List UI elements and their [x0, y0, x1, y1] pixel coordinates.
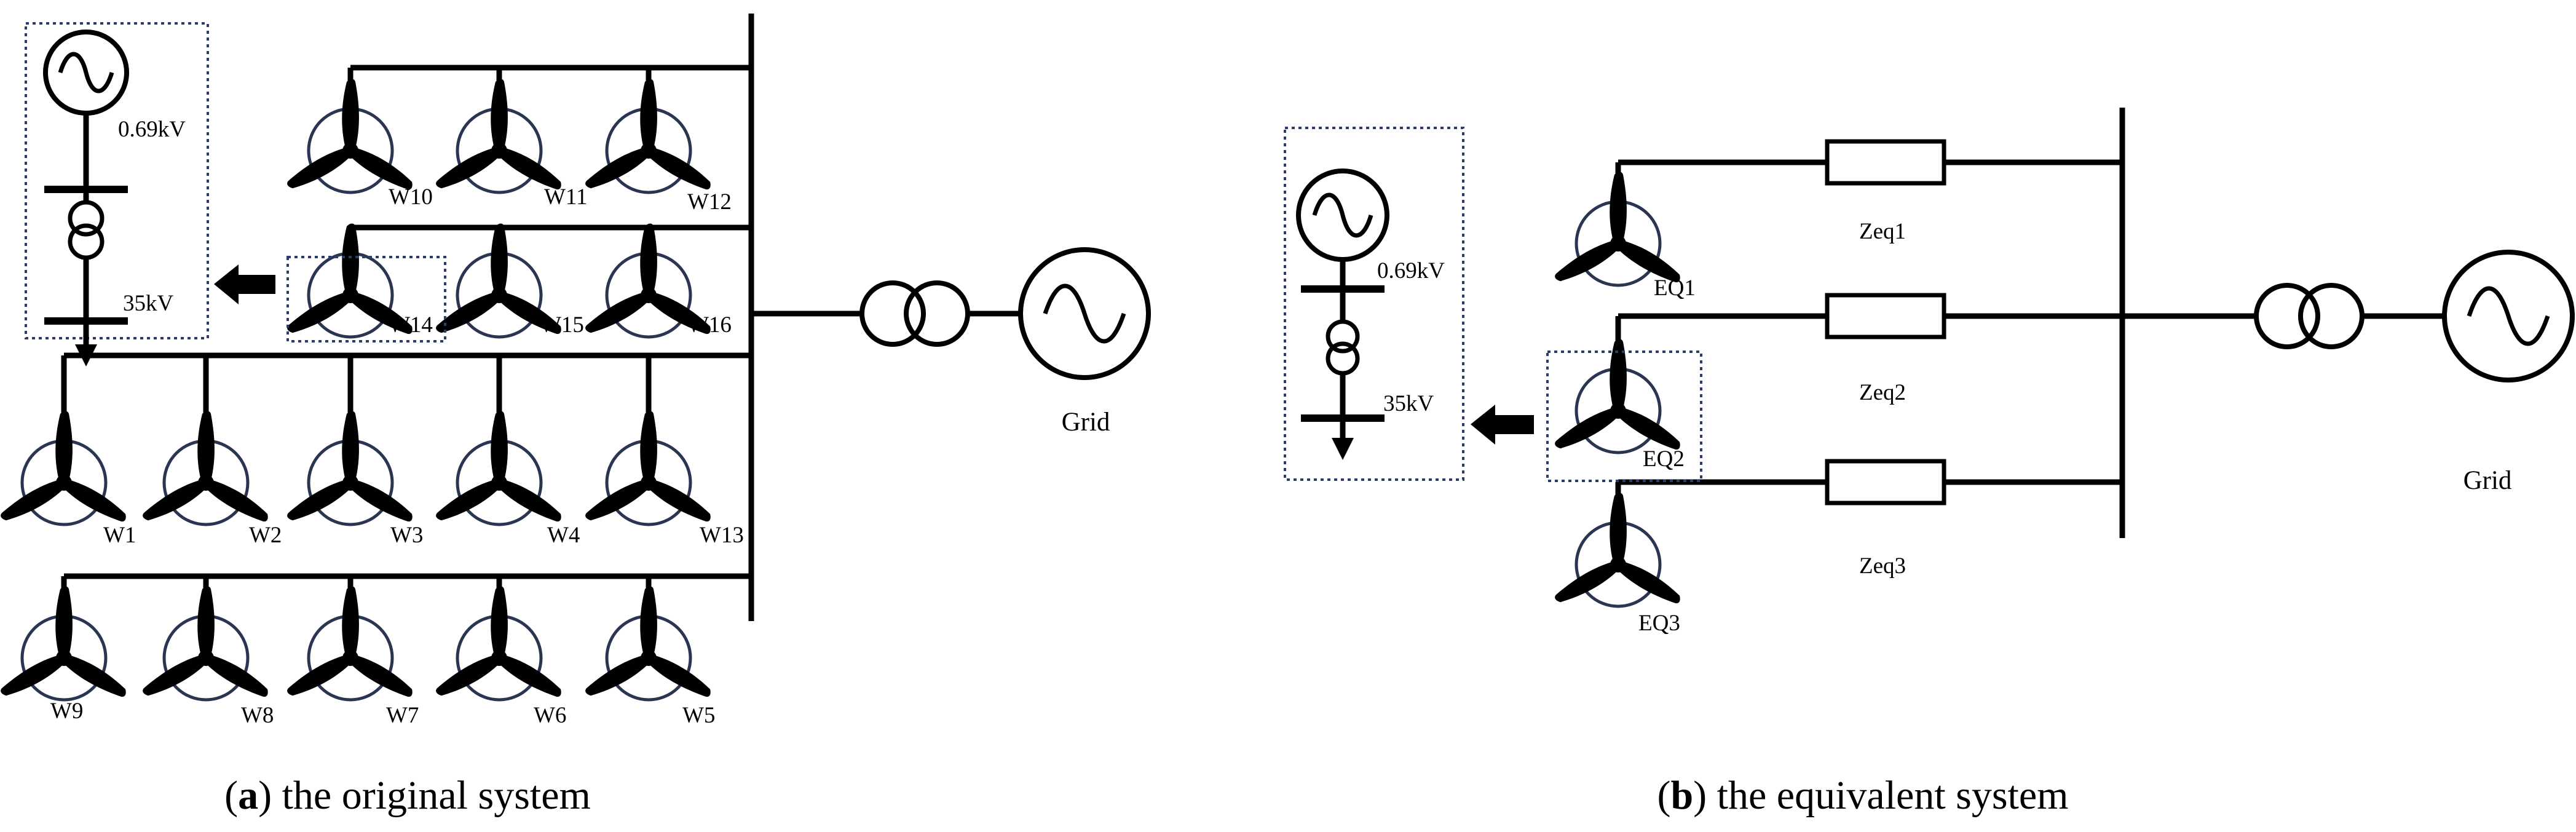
caption-b-letter: b — [1670, 773, 1693, 818]
label-eq2: EQ2 — [1643, 446, 1685, 472]
label-w12: W12 — [687, 189, 732, 215]
inset-box-a — [25, 22, 209, 339]
label-w7: W7 — [386, 703, 419, 728]
highlight-box-w14 — [286, 256, 446, 343]
label-zeq2: Zeq2 — [1859, 380, 1906, 405]
panel-b: EQ1 EQ2 EQ3 Zeq1 Zeq2 Zeq3 0.69kV 35kV — [1284, 108, 2575, 818]
inset-lv-label-a: 0.69kV — [118, 117, 186, 142]
expand-arrow-a — [214, 264, 275, 304]
inset-hv-label-a: 35kV — [123, 291, 174, 316]
caption-a: (a) the original system — [224, 773, 591, 818]
turbine-w10 — [284, 79, 417, 194]
label-w11: W11 — [544, 184, 588, 210]
label-eq1: EQ1 — [1654, 275, 1696, 301]
grid-label-b: Grid — [2463, 466, 2512, 495]
label-w9: W9 — [50, 699, 83, 724]
inset-hv-label-b: 35kV — [1383, 391, 1434, 416]
turbine-w11 — [433, 79, 566, 194]
turbine-w2 — [140, 411, 272, 526]
turbine-w13 — [582, 411, 715, 526]
impedance-zeq3 — [1825, 459, 1946, 505]
turbine-w3 — [284, 411, 417, 526]
inset-transformer-b — [1326, 319, 1360, 376]
turbine-eq2 — [1552, 339, 1685, 454]
inset-lv-label-b: 0.69kV — [1377, 258, 1445, 283]
turbine-eq1 — [1552, 172, 1685, 287]
grid-transformer-a — [859, 280, 970, 347]
turbine-w6 — [433, 587, 566, 702]
grid-source-a — [1018, 247, 1151, 380]
label-zeq1: Zeq1 — [1859, 219, 1906, 244]
inset-generator-b — [1296, 168, 1389, 262]
label-w10: W10 — [389, 184, 433, 210]
inset-transformer-a — [68, 200, 105, 260]
turbine-w8 — [140, 587, 272, 702]
label-w3: W3 — [390, 523, 423, 548]
label-w16: W16 — [687, 312, 732, 338]
label-w14: W14 — [389, 312, 433, 338]
label-w13: W13 — [700, 523, 744, 548]
turbine-w9 — [0, 587, 130, 702]
label-eq3: EQ3 — [1638, 611, 1680, 636]
caption-b-text: the equivalent system — [1717, 773, 2069, 818]
turbine-w12 — [582, 79, 715, 194]
grid-transformer-b — [2254, 283, 2365, 349]
turbine-w5 — [582, 587, 715, 702]
turbine-w4 — [433, 411, 566, 526]
turbine-w1 — [0, 411, 130, 526]
label-w2: W2 — [249, 523, 282, 548]
inset-generator-a — [43, 30, 129, 116]
caption-a-letter: a — [238, 773, 258, 818]
impedance-zeq2 — [1825, 293, 1946, 339]
turbine-w7 — [284, 587, 417, 702]
label-zeq3: Zeq3 — [1859, 553, 1906, 579]
grid-label-a: Grid — [1062, 408, 1110, 437]
impedance-zeq1 — [1825, 139, 1946, 186]
label-w6: W6 — [534, 703, 566, 728]
caption-b: (b) the equivalent system — [1657, 773, 2068, 818]
caption-a-text: the original system — [282, 773, 591, 818]
grid-source-b — [2442, 250, 2575, 382]
inset-load-arrow-a — [75, 344, 97, 366]
highlight-box-eq2 — [1546, 351, 1702, 482]
expand-arrow-b — [1471, 405, 1534, 445]
turbine-eq3 — [1552, 493, 1685, 608]
label-w1: W1 — [103, 523, 136, 548]
label-w4: W4 — [547, 523, 580, 548]
label-w15: W15 — [540, 312, 584, 338]
inset-box-b — [1284, 127, 1464, 481]
label-w8: W8 — [241, 703, 274, 728]
inset-load-arrow-b — [1332, 438, 1354, 460]
label-w5: W5 — [682, 703, 715, 728]
panel-a: W10 W11 W12 W14 W15 W16 W1 W2 W3 W4 W13 … — [0, 14, 1151, 818]
